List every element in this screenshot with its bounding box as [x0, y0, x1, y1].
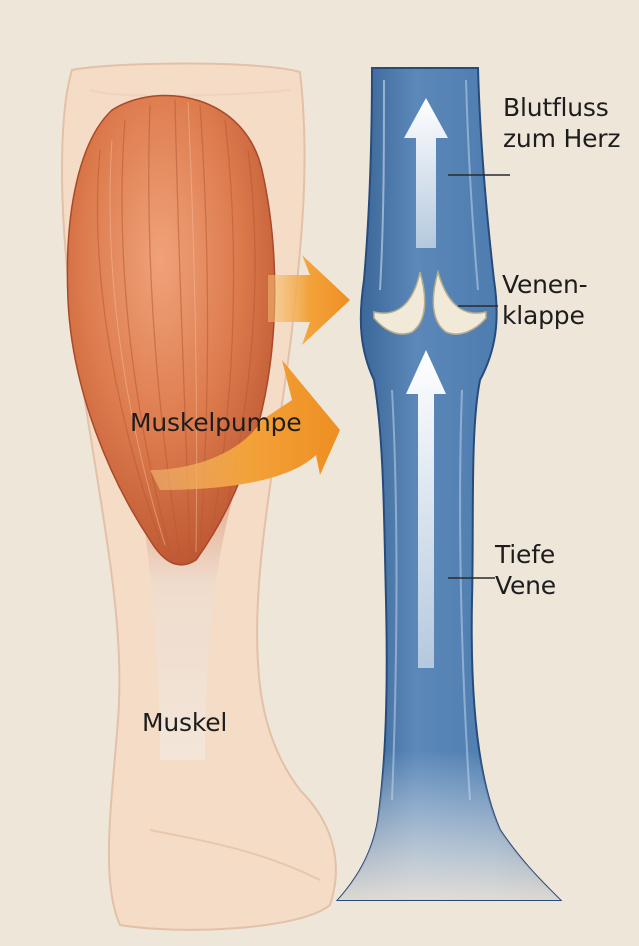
pump-label-text: Muskelpumpe — [130, 408, 301, 439]
deep-vein-label: Tiefe Vene — [495, 540, 556, 601]
deep-vein — [338, 68, 560, 900]
muscle-label-text: Muskel — [142, 708, 227, 739]
valve-label-line1: Venen- — [502, 270, 587, 301]
flow-label-line2: zum Herz — [503, 124, 620, 155]
deep-vein-label-line2: Vene — [495, 571, 556, 602]
muscle-label: Muskel — [142, 708, 227, 739]
pump-label: Muskelpumpe — [130, 408, 301, 439]
deep-vein-label-line1: Tiefe — [495, 540, 556, 571]
valve-label: Venen- klappe — [502, 270, 587, 331]
flow-label-line1: Blutfluss — [503, 93, 620, 124]
valve-label-line2: klappe — [502, 301, 587, 332]
flow-label: Blutfluss zum Herz — [503, 93, 620, 154]
